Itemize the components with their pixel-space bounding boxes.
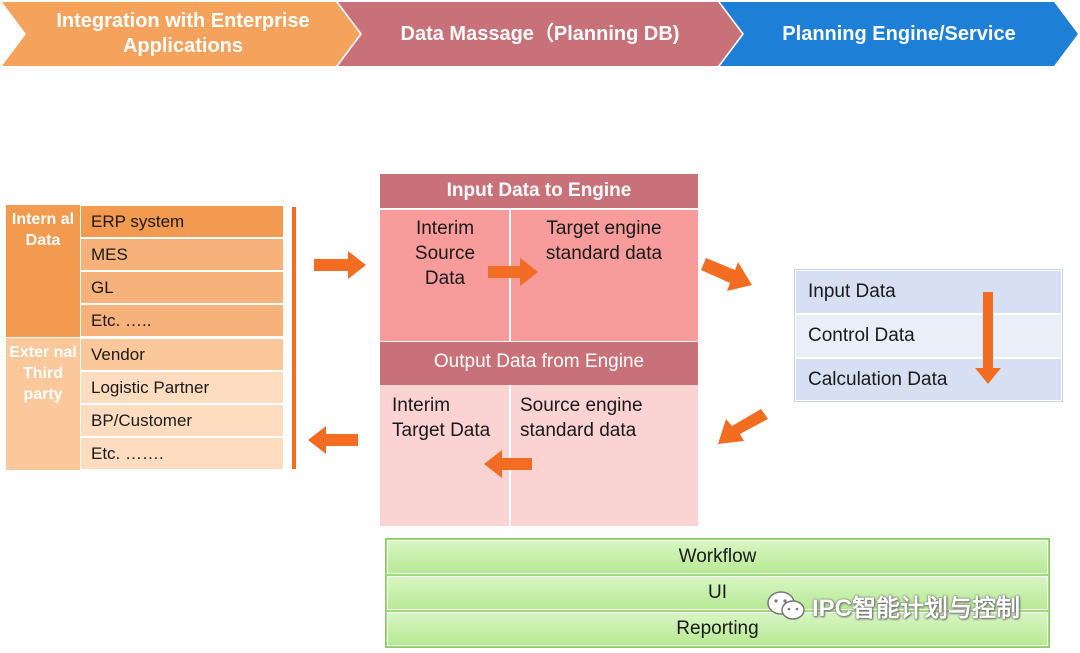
reporting-bar: Reporting bbox=[387, 612, 1048, 646]
external-item: Etc. ……. bbox=[80, 437, 284, 470]
internal-item: MES bbox=[80, 238, 284, 271]
engine-data-row: Control Data bbox=[796, 315, 1061, 357]
internal-item: ERP system bbox=[80, 205, 284, 238]
source-engine-standard-data: Source engine standard data bbox=[520, 395, 643, 441]
stage-1-shape bbox=[2, 2, 360, 66]
external-item: BP/Customer bbox=[80, 404, 284, 437]
wechat-icon bbox=[767, 590, 805, 620]
watermark-text: IPC智能计划与控制 bbox=[812, 595, 1021, 622]
internal-group-label: Intern al Data bbox=[6, 205, 80, 337]
ui-bar: UI bbox=[387, 576, 1048, 610]
stage-1-label: Integration with Enterprise Applications bbox=[56, 10, 310, 57]
input-block-hline bbox=[380, 208, 698, 210]
external-group-label: Exter nal Third party bbox=[6, 338, 80, 470]
stage-3-label: Planning Engine/Service bbox=[782, 22, 1016, 45]
arrow-down-right-icon bbox=[701, 258, 752, 291]
output-block-title: Output Data from Engine bbox=[380, 342, 698, 385]
interim-source-data: Interim Source Data bbox=[414, 218, 476, 289]
arrow-down-left-icon bbox=[718, 409, 768, 444]
internal-item: GL bbox=[80, 271, 284, 304]
workflow-bar: Workflow bbox=[387, 540, 1048, 574]
arrow-left-icon bbox=[308, 426, 358, 454]
arrow-left-icon bbox=[484, 450, 532, 478]
stage-2-label: Data Massage（Planning DB) bbox=[400, 22, 680, 45]
arrow-right-icon bbox=[314, 251, 366, 279]
output-block-divider bbox=[509, 385, 511, 526]
arrow-down-icon bbox=[975, 292, 1001, 384]
engine-data-row: Input Data bbox=[796, 271, 1061, 313]
watermark: IPC智能计划与控制 bbox=[766, 588, 1020, 623]
stage-3-shape bbox=[720, 2, 1078, 66]
interim-target-data: Interim Target Data bbox=[392, 395, 491, 441]
arrow-right-icon bbox=[488, 258, 538, 286]
external-item: Vendor bbox=[80, 338, 284, 371]
stage-2-shape bbox=[338, 2, 742, 66]
input-block-title: Input Data to Engine bbox=[380, 174, 698, 208]
external-item: Logistic Partner bbox=[80, 371, 284, 404]
target-engine-standard-data: Target engine standard data bbox=[545, 218, 663, 264]
internal-item: Etc. ….. bbox=[80, 304, 284, 337]
engine-data-row: Calculation Data bbox=[796, 359, 1061, 400]
bracket-line bbox=[292, 207, 296, 469]
process-chevrons bbox=[2, 2, 1078, 66]
